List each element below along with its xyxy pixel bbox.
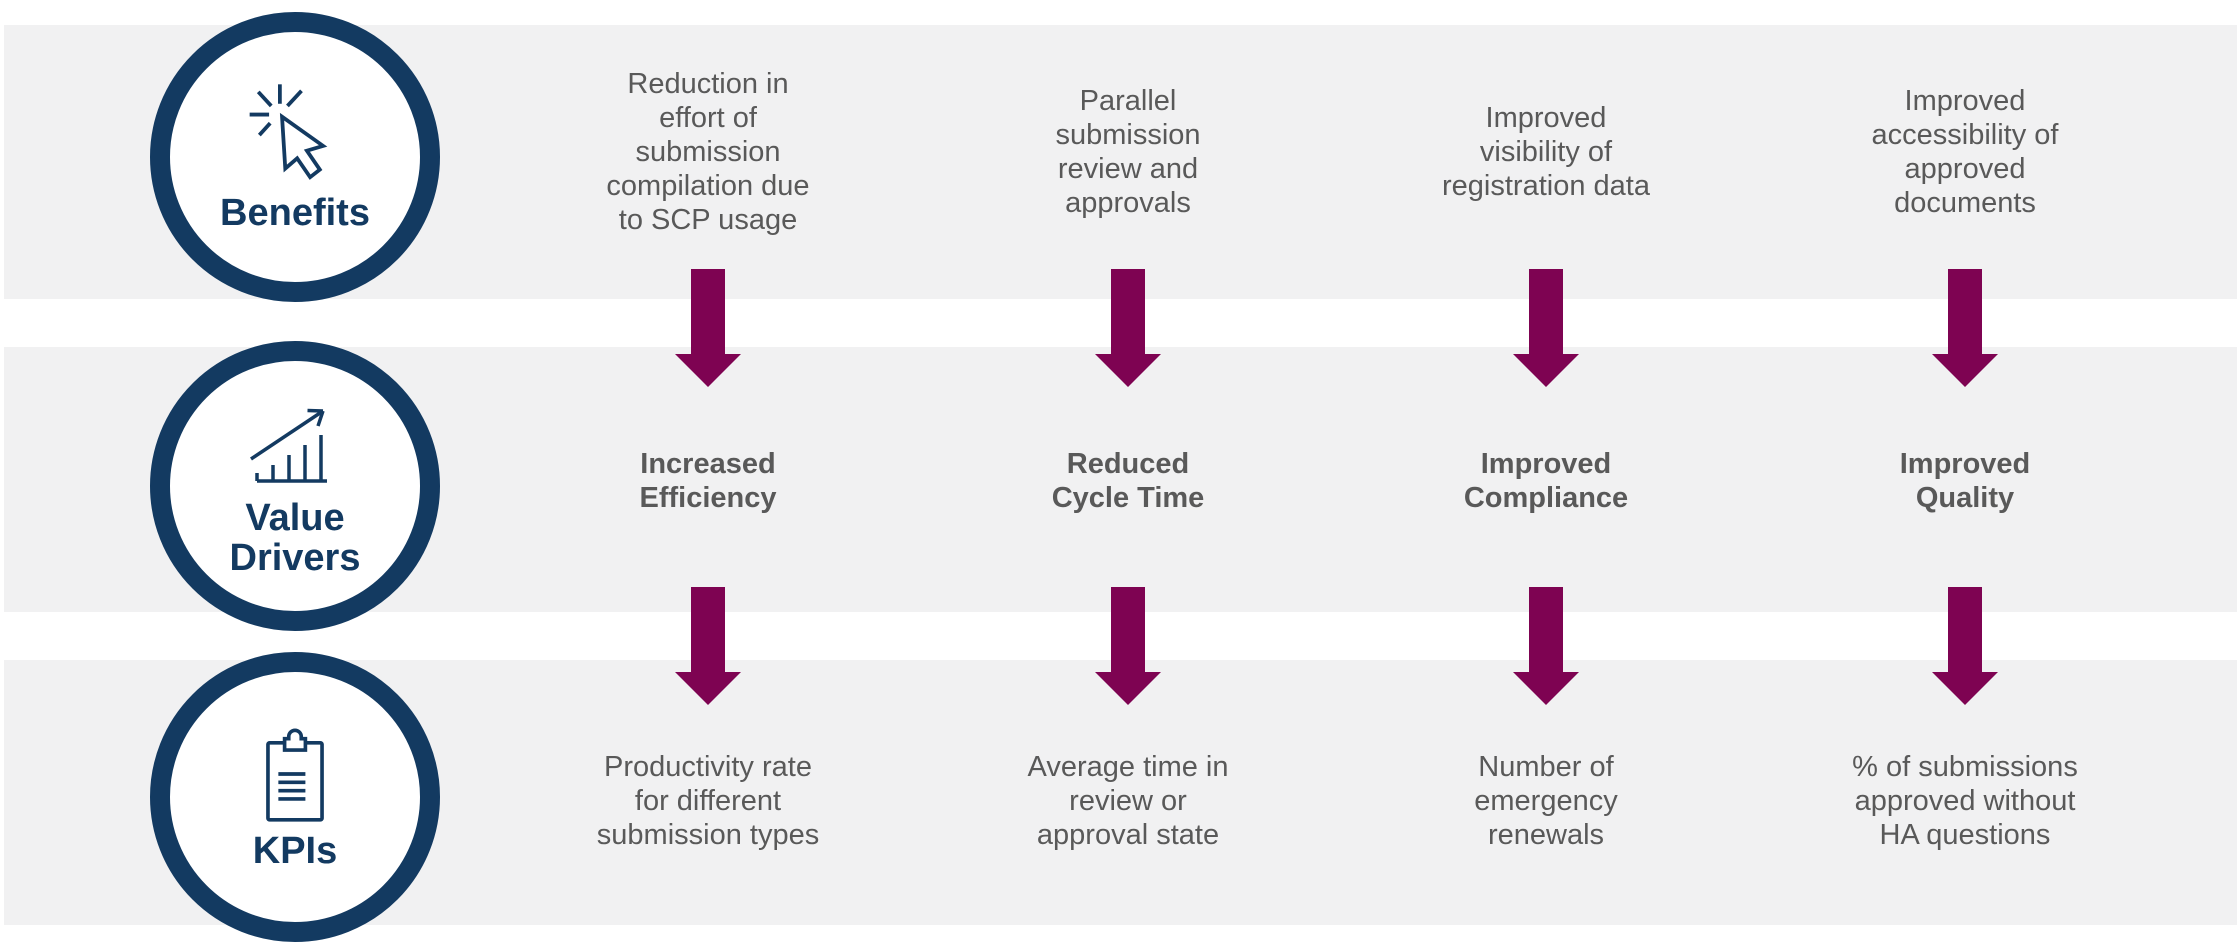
clipboard-icon [266, 728, 324, 822]
value-drivers-circle: Value Drivers [150, 341, 440, 631]
down-arrow-icon [1932, 587, 1998, 705]
kpi-text-col2: Average time in review or approval state [1027, 751, 1229, 851]
cursor-click-icon [249, 84, 328, 180]
kpis-circle: KPIs [150, 652, 440, 942]
growth-chart-icon [250, 408, 327, 483]
benefits-label: Benefits [220, 192, 370, 235]
down-arrow-icon [675, 269, 741, 387]
benefits-circle: Benefits [150, 12, 440, 302]
down-arrow-icon [1932, 269, 1998, 387]
kpis-label: KPIs [252, 830, 338, 873]
benefit-text-col3: Improved visibility of registration data [1442, 102, 1650, 202]
value-driver-text-col4: Improved Quality [1899, 448, 2031, 514]
benefit-text-col4: Improved accessibility of approved docum… [1871, 85, 2059, 219]
down-arrow-icon [1095, 587, 1161, 705]
value-drivers-label: Value Drivers [229, 497, 361, 579]
kpi-text-col3: Number of emergency renewals [1474, 751, 1618, 851]
kpi-text-col4: % of submissions approved without HA que… [1852, 751, 2078, 851]
value-driver-text-col2: Reduced Cycle Time [1051, 448, 1205, 514]
value-driver-text-col1: Increased Efficiency [639, 448, 777, 514]
down-arrow-icon [1513, 269, 1579, 387]
down-arrow-icon [1513, 587, 1579, 705]
value-driver-text-col3: Improved Compliance [1463, 448, 1629, 514]
down-arrow-icon [1095, 269, 1161, 387]
down-arrow-icon [675, 587, 741, 705]
kpi-text-col1: Productivity rate for different submissi… [596, 751, 820, 851]
benefit-text-col1: Reduction in effort of submission compil… [606, 68, 810, 236]
benefit-text-col2: Parallel submission review and approvals [1055, 85, 1201, 219]
